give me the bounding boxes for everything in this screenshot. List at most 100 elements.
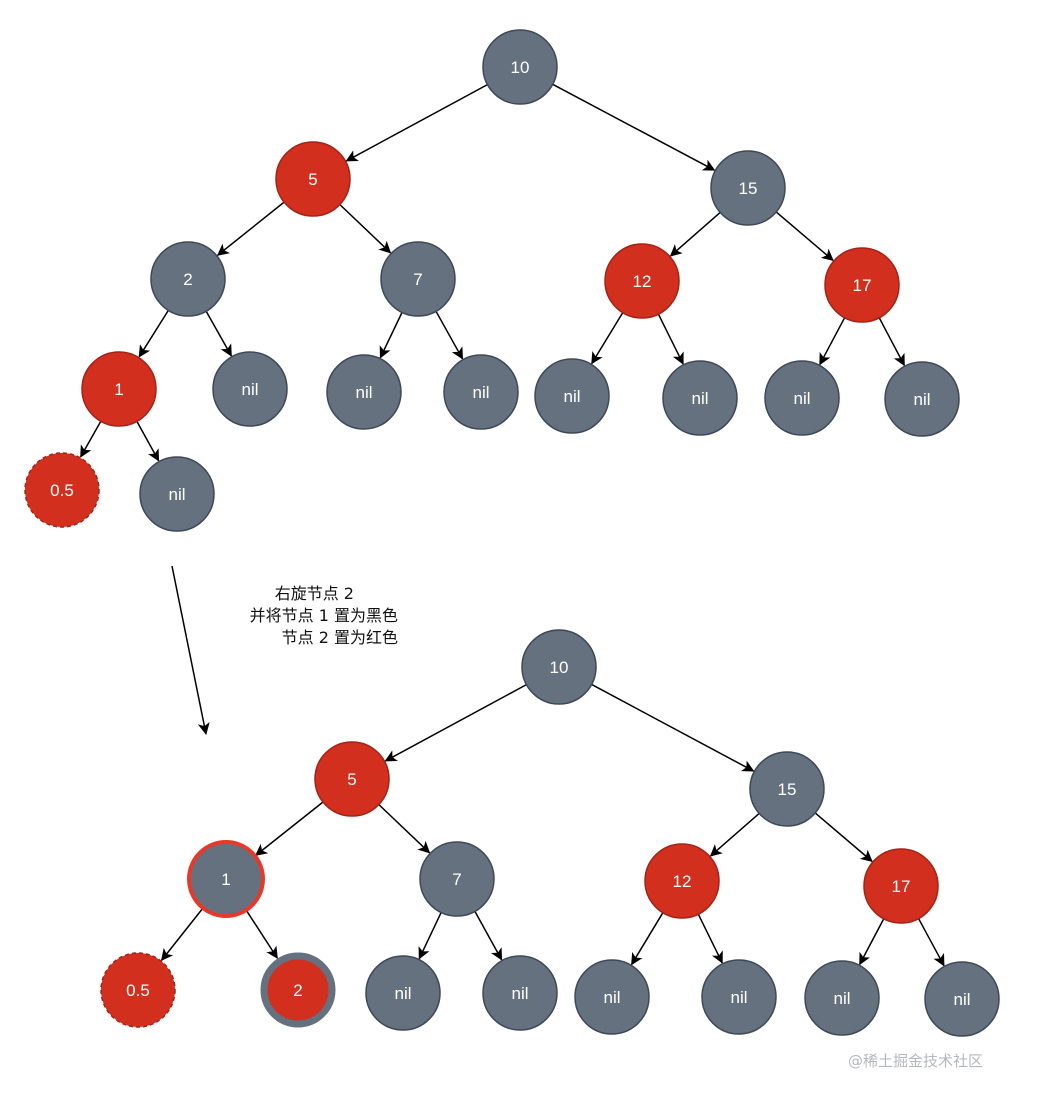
tree-node-nil: nil xyxy=(574,959,650,1035)
tree-node-nil: nil xyxy=(326,354,402,430)
tree-node-5: 5 xyxy=(314,741,390,817)
tree-edge xyxy=(819,317,846,366)
node-label: 5 xyxy=(347,770,356,789)
tree-node-15: 15 xyxy=(749,751,825,827)
node-circle xyxy=(534,358,610,434)
node-label: 2 xyxy=(183,270,192,289)
node-circle xyxy=(380,241,456,317)
node-circle xyxy=(139,456,215,532)
tree-edge xyxy=(474,911,503,961)
tree-edge xyxy=(878,317,905,367)
tree-node-2: 2 xyxy=(260,952,336,1028)
tree-node-5: 5 xyxy=(275,141,351,217)
transition-arrow xyxy=(171,565,210,735)
tree-edge xyxy=(657,313,684,365)
tree-edge xyxy=(378,803,431,854)
node-label: 1 xyxy=(114,380,123,399)
node-circle xyxy=(482,29,558,105)
tree-edge xyxy=(345,83,488,162)
node-label: 10 xyxy=(511,58,530,77)
tree-node-17: 17 xyxy=(824,247,900,323)
caption-line-3: 节点 2 置为红色 xyxy=(281,628,398,647)
tree-node-nil: nil xyxy=(139,456,215,532)
node-label: nil xyxy=(603,988,620,1007)
node-label: nil xyxy=(241,380,258,399)
tree-node-0-5: 0.5 xyxy=(24,452,100,528)
tree-edge xyxy=(80,420,102,458)
node-label: nil xyxy=(563,387,580,406)
tree-node-10: 10 xyxy=(482,29,558,105)
node-circle xyxy=(804,960,880,1036)
node-circle xyxy=(365,955,441,1031)
tree-node-nil: nil xyxy=(804,960,880,1036)
node-label: 15 xyxy=(739,179,758,198)
tree-node-7: 7 xyxy=(380,241,456,317)
tree-node-nil: nil xyxy=(212,351,288,427)
node-label: 1 xyxy=(221,870,230,889)
tree-edge xyxy=(630,912,664,966)
node-circle xyxy=(764,360,840,436)
node-label: nil xyxy=(793,389,810,408)
tree-edge xyxy=(552,83,716,171)
tree-edge xyxy=(775,211,834,262)
tree-edge xyxy=(418,912,442,960)
tree-node-nil: nil xyxy=(884,361,960,437)
tree-node-15: 15 xyxy=(710,150,786,226)
caption-line-2: 并将节点 1 置为黑色 xyxy=(249,606,398,625)
tree-node-nil: nil xyxy=(764,360,840,436)
node-label: 17 xyxy=(892,877,911,896)
node-label: nil xyxy=(472,383,489,402)
node-label: nil xyxy=(511,984,528,1003)
tree-edge xyxy=(697,913,723,964)
node-label: 12 xyxy=(673,872,692,891)
node-circle xyxy=(662,360,738,436)
node-label: nil xyxy=(355,383,372,402)
tree-node-10: 10 xyxy=(521,629,597,705)
node-label: 7 xyxy=(413,270,422,289)
tree-edge xyxy=(136,421,160,462)
node-label: 7 xyxy=(452,870,461,889)
tree-edge xyxy=(591,312,624,365)
tree-node-nil: nil xyxy=(534,358,610,434)
node-label: 2 xyxy=(293,981,302,1000)
rotation-caption: 右旋节点 2 并将节点 1 置为黑色 节点 2 置为红色 xyxy=(200,583,398,649)
tree-edge xyxy=(859,918,885,966)
tree-node-12: 12 xyxy=(644,843,720,919)
node-circle xyxy=(749,751,825,827)
tree-node-nil: nil xyxy=(365,955,441,1031)
node-label: nil xyxy=(168,485,185,504)
node-circle xyxy=(275,141,351,217)
tree-node-1: 1 xyxy=(81,351,157,427)
node-circle xyxy=(824,247,900,323)
node-circle xyxy=(604,243,680,319)
node-circle xyxy=(701,959,777,1035)
tree-edge xyxy=(339,203,392,254)
node-circle xyxy=(100,952,176,1028)
tree-node-nil: nil xyxy=(662,360,738,436)
node-circle xyxy=(863,848,939,924)
node-label: 15 xyxy=(778,780,797,799)
tree-node-nil: nil xyxy=(924,961,1000,1037)
tree-edge xyxy=(245,909,278,959)
node-label: nil xyxy=(953,990,970,1009)
node-label: 17 xyxy=(853,276,872,295)
node-label: 5 xyxy=(308,170,317,189)
node-label: 0.5 xyxy=(50,481,74,500)
tree-node-nil: nil xyxy=(482,955,558,1031)
node-label: nil xyxy=(833,989,850,1008)
tree-edge xyxy=(205,310,232,357)
node-label: 10 xyxy=(550,658,569,677)
tree-edge xyxy=(591,683,755,772)
caption-line-1: 右旋节点 2 xyxy=(274,584,354,603)
tree-node-0-5: 0.5 xyxy=(100,952,176,1028)
node-circle xyxy=(884,361,960,437)
tree-node-17: 17 xyxy=(863,848,939,924)
tree-node-nil: nil xyxy=(701,959,777,1035)
node-label: nil xyxy=(394,984,411,1003)
tree-node-7: 7 xyxy=(419,841,495,917)
node-circle xyxy=(150,241,226,317)
tree-edge xyxy=(160,907,204,962)
node-label: nil xyxy=(691,389,708,408)
node-circle xyxy=(326,354,402,430)
